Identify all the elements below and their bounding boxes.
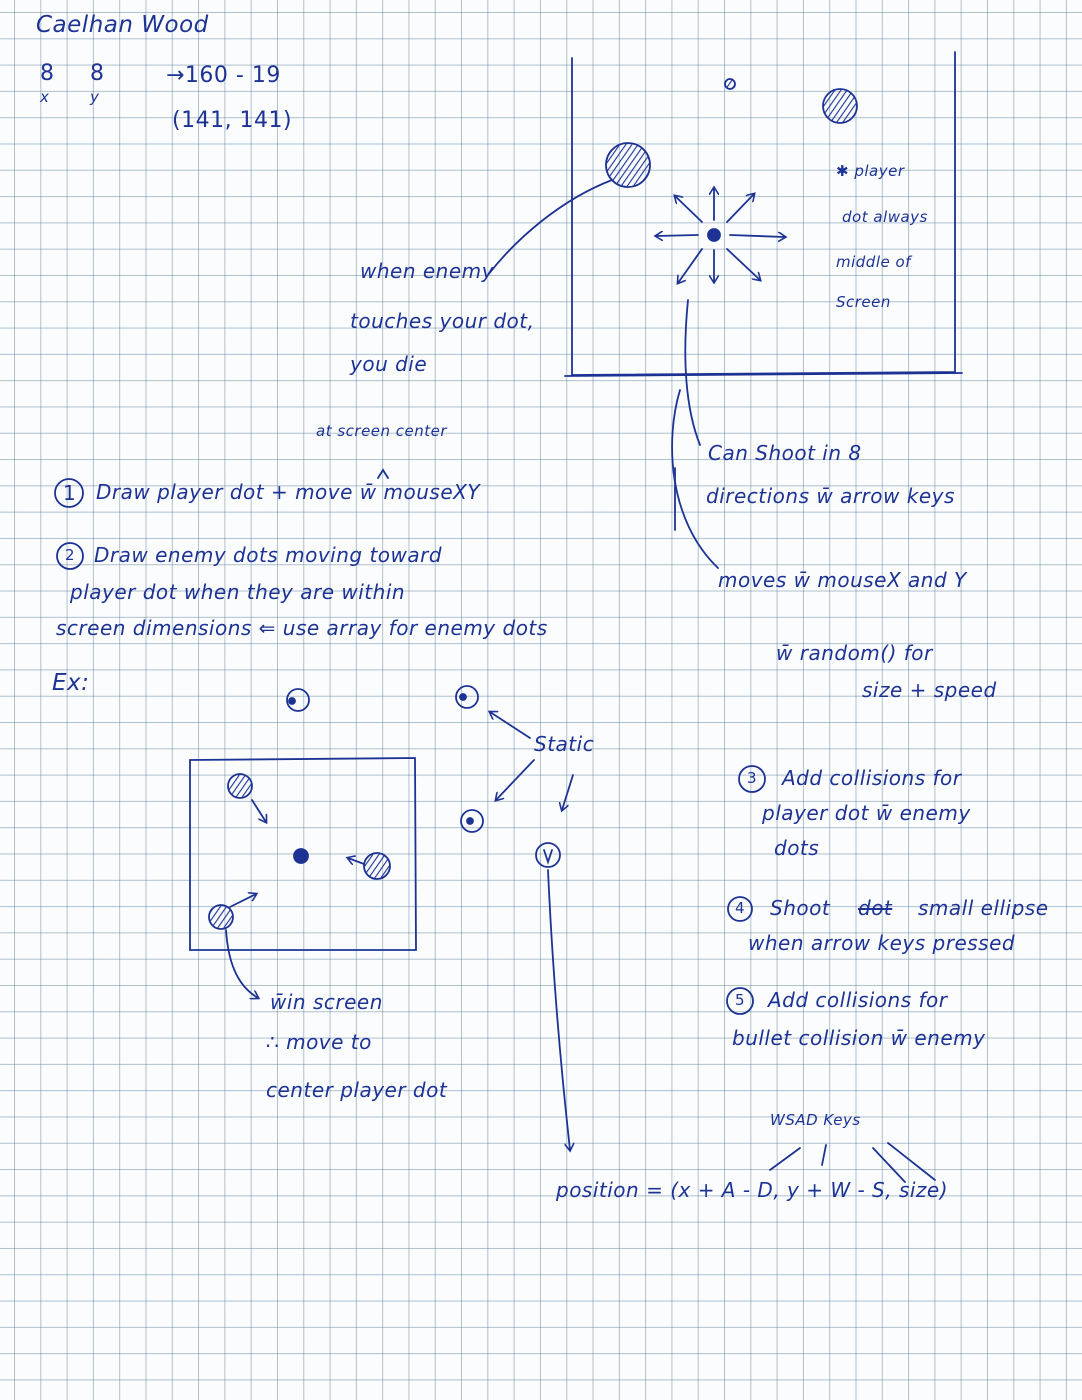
step2-line-1: Draw enemy dots moving toward (94, 543, 443, 567)
step1-marker: 1 (63, 481, 77, 505)
y-value: 8 (90, 61, 105, 86)
enemy-note-line-3: you die (350, 352, 428, 376)
player-note-line-3: middle of (836, 253, 911, 271)
player-note-line-4: Screen (836, 293, 891, 311)
moves-note: moves w̄ mouseX and Y (718, 568, 967, 592)
random-note-line-2: size + speed (862, 678, 997, 702)
step2-line-2: player dot when they are within (70, 580, 406, 604)
step4-shoot: Shoot (770, 896, 831, 920)
step5-marker: 5 (735, 991, 746, 1009)
step2-line-3: screen dimensions ⇐ use array for enemy … (56, 616, 548, 640)
player-note-line-2: dot always (842, 208, 928, 226)
enemy-note-line-1: when enemy (360, 259, 494, 283)
position-formula: position = (x + A - D, y + W - S, size) (556, 1178, 949, 1202)
step4-crossed-word: dot (858, 896, 893, 920)
enemy-note-line-2: touches your dot, (350, 309, 535, 333)
calculation: →160 - 19 (166, 63, 281, 88)
step3-marker: 3 (747, 769, 758, 787)
step4-marker: 4 (735, 899, 746, 917)
example-label: Ex: (52, 670, 90, 696)
win-screen-note-line-1: w̄in screen (270, 990, 383, 1014)
step2-marker: 2 (65, 546, 76, 564)
x-value: 8 (40, 61, 55, 86)
student-name: Caelhan Wood (36, 12, 209, 38)
random-note-line-1: w̄ random() for (776, 641, 933, 665)
win-screen-note-line-2: ∴ move to (266, 1030, 372, 1054)
player-note-line-1: ✱ player (836, 162, 905, 180)
step5-line-2: bullet collision w̄ enemy (732, 1026, 986, 1050)
step1-text: Draw player dot + move w̄ mouseXY (96, 480, 481, 504)
step3-line-1: Add collisions for (782, 766, 962, 790)
x-label: x (40, 88, 50, 106)
static-label: Static (534, 732, 595, 756)
step3-line-3: dots (774, 836, 820, 860)
win-screen-note-line-3: center player dot (266, 1078, 448, 1102)
step5-line-1: Add collisions for (768, 988, 948, 1012)
shoot-note-line-1: Can Shoot in 8 (708, 441, 862, 465)
shoot-note-line-2: directions w̄ arrow keys (706, 484, 955, 508)
step1-annotation: at screen center (316, 422, 448, 440)
step3-line-2: player dot w̄ enemy (762, 801, 971, 825)
coordinates: (141, 141) (172, 108, 293, 133)
step4-ellipse: small ellipse (918, 896, 1049, 920)
wsad-keys-label: WSAD Keys (770, 1111, 861, 1129)
y-label: y (90, 88, 100, 106)
step4-line-2: when arrow keys pressed (748, 931, 1016, 955)
